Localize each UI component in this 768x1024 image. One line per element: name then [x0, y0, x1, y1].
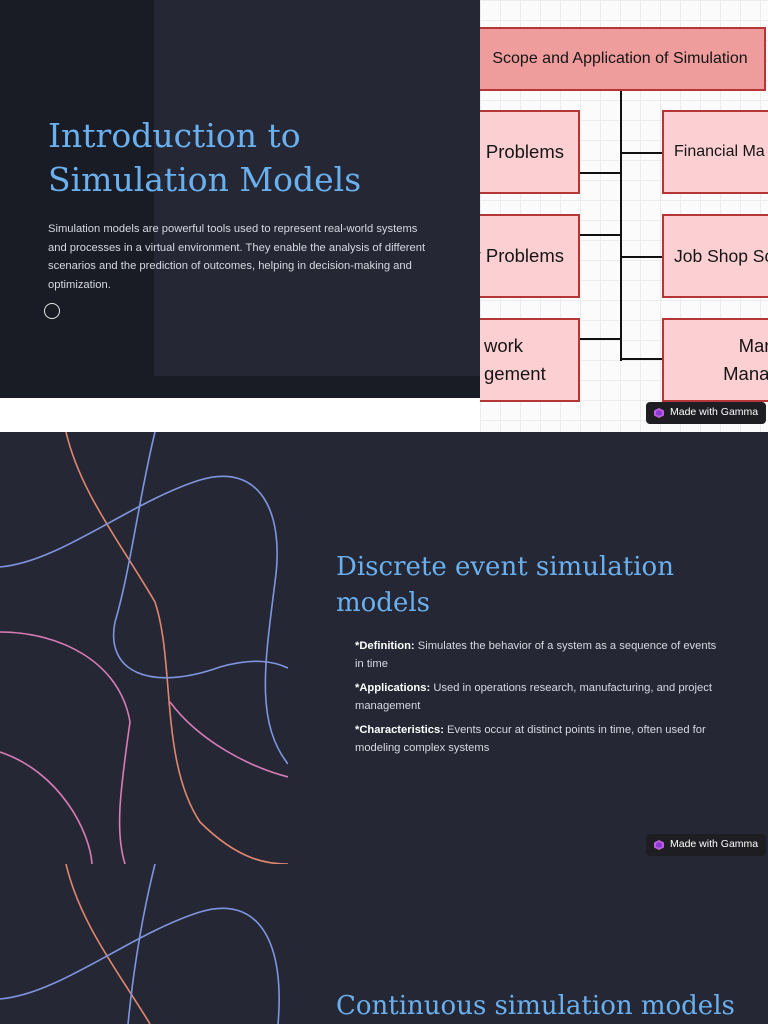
- made-with-gamma-label: Made with Gamma: [670, 406, 759, 418]
- list-item: *Applications: Used in operations resear…: [355, 679, 725, 715]
- list-item-label: *Definition:: [355, 640, 415, 652]
- gamma-logo-icon: [654, 840, 664, 850]
- list-item: *Definition: Simulates the behavior of a…: [355, 637, 725, 673]
- slide-3: Continuous simulation models: [0, 864, 768, 1024]
- diagram-node-right-2: Job Shop Sc: [662, 214, 768, 298]
- slide-1-content-panel: [154, 0, 480, 376]
- diagram-node-left-3-line-1: work: [484, 335, 524, 356]
- list-item-text: Events occur at distinct points in time,…: [355, 724, 706, 754]
- decorative-curves-image: [0, 432, 288, 864]
- slide-1-title: Introduction to Simulation Models: [48, 116, 362, 199]
- slide-1-body-text: Simulation models are powerful tools use…: [48, 223, 426, 291]
- slide-2: Discrete event simulation models *Defini…: [0, 432, 768, 864]
- list-item-label: *Characteristics:: [355, 724, 444, 736]
- slide-2-bullet-list: *Definition: Simulates the behavior of a…: [355, 637, 725, 763]
- diagram-node-left-3: work gement: [480, 318, 580, 402]
- diagram-connector: [620, 152, 662, 154]
- diagram-node-right-3: Marke Manage: [662, 318, 768, 402]
- diagram-connector: [580, 234, 622, 236]
- diagram-node-left-1: Problems: [480, 110, 580, 194]
- made-with-gamma-badge[interactable]: Made with Gamma: [646, 402, 767, 424]
- list-item-text: Simulates the behavior of a system as a …: [355, 640, 717, 670]
- diagram-connector: [620, 358, 662, 360]
- decorative-curves-image: [0, 864, 280, 1024]
- slide-2-title: Discrete event simulation models: [336, 552, 674, 618]
- diagram-root-node: Scope and Application of Simulation: [480, 27, 766, 91]
- diagram-node-right-1: Financial Ma: [662, 110, 768, 194]
- diagram-node-left-3-line-2: gement: [484, 363, 546, 384]
- diagram-connector: [580, 172, 622, 174]
- circle-icon[interactable]: [44, 303, 60, 319]
- diagram-connector: [620, 256, 662, 258]
- list-item-label: *Applications:: [355, 682, 431, 694]
- scope-diagram-image: Scope and Application of Simulation Prob…: [480, 0, 768, 432]
- made-with-gamma-label: Made with Gamma: [670, 838, 759, 850]
- gamma-logo-icon: [654, 408, 664, 418]
- diagram-node-right-3-line-2: Manage: [723, 363, 768, 384]
- slide-1: Introduction to Simulation Models Simula…: [0, 0, 768, 432]
- list-item: *Characteristics: Events occur at distin…: [355, 721, 725, 757]
- diagram-connector: [580, 338, 622, 340]
- slide-3-title: Continuous simulation models: [336, 991, 735, 1021]
- diagram-trunk-line: [620, 91, 622, 361]
- list-item-text: Used in operations research, manufacturi…: [355, 682, 712, 712]
- diagram-node-right-3-line-1: Marke: [738, 335, 768, 356]
- diagram-node-left-2: y Problems: [480, 214, 580, 298]
- made-with-gamma-badge[interactable]: Made with Gamma: [646, 834, 767, 856]
